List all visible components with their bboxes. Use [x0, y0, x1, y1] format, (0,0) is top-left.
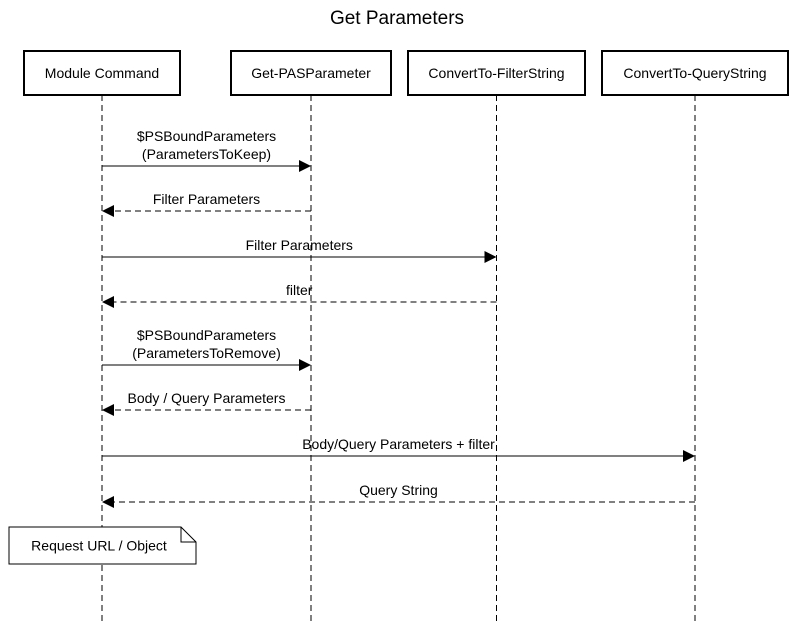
notes: Request URL / Object	[8, 526, 197, 565]
message-label: Filter Parameters	[153, 191, 260, 207]
arrowhead-icon	[102, 496, 114, 508]
message-label: (ParametersToKeep)	[142, 146, 271, 162]
participant-module: Module Command	[23, 50, 181, 96]
arrowhead-icon	[484, 251, 497, 263]
arrowhead-icon	[102, 296, 114, 308]
note-box	[8, 526, 197, 565]
messages: $PSBoundParameters (ParametersToKeep) Filt…	[102, 128, 695, 508]
arrowhead-icon	[102, 205, 114, 217]
message-6: Body / Query Parameters	[102, 390, 311, 416]
participant-getpas: Get-PASParameter	[230, 50, 392, 96]
arrowhead-icon	[299, 160, 311, 172]
message-label: (ParametersToRemove)	[132, 345, 281, 361]
participant-box	[601, 50, 789, 96]
message-label: $PSBoundParameters	[137, 327, 276, 343]
message-label: Filter Parameters	[246, 237, 353, 253]
message-5: $PSBoundParameters (ParametersToRemove)	[102, 327, 311, 371]
note-fold-icon	[180, 527, 196, 543]
message-label: Body/Query Parameters + filter	[302, 436, 495, 452]
participant-box	[23, 50, 181, 96]
diagram-title: Get Parameters	[330, 8, 464, 29]
participant-box	[230, 50, 392, 96]
participants: Module Command Get-PASParameter ConvertTo-…	[23, 50, 789, 96]
participant-label: ConvertTo-FilterString	[428, 65, 564, 81]
participant-query: ConvertTo-QueryString	[601, 50, 789, 96]
message-3: Filter Parameters	[102, 237, 497, 263]
arrowhead-icon	[102, 404, 114, 416]
note-label: Request URL / Object	[31, 538, 167, 554]
message-2: Filter Parameters	[102, 191, 311, 217]
message-label: $PSBoundParameters	[137, 128, 276, 144]
message-7: Body/Query Parameters + filter	[102, 436, 695, 462]
arrowhead-icon	[683, 450, 695, 462]
lifelines	[101, 95, 696, 621]
participant-label: Get-PASParameter	[251, 65, 371, 81]
message-label: Query String	[359, 482, 438, 498]
participant-label: ConvertTo-QueryString	[623, 65, 766, 81]
note-request-url: Request URL / Object	[8, 526, 197, 565]
message-4: filter	[102, 282, 497, 308]
message-label: Body / Query Parameters	[128, 390, 286, 406]
participant-label: Module Command	[45, 65, 159, 81]
participant-box	[407, 50, 586, 96]
message-1: $PSBoundParameters (ParametersToKeep)	[102, 128, 311, 172]
message-label: filter	[286, 282, 313, 298]
message-8: Query String	[102, 482, 695, 508]
arrowhead-icon	[299, 359, 311, 371]
participant-filter: ConvertTo-FilterString	[407, 50, 586, 96]
